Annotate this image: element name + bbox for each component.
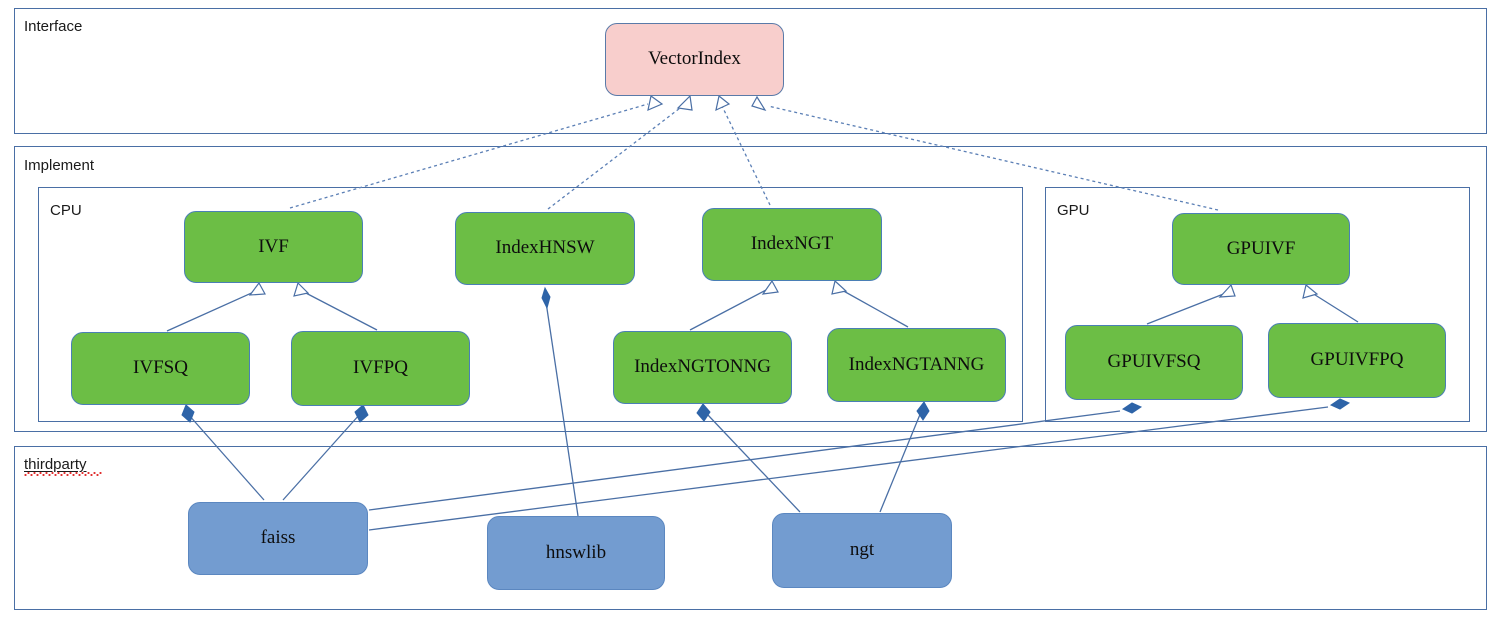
group-interface-label: Interface xyxy=(24,18,83,35)
node-indexngtonng[interactable]: IndexNGTONNG xyxy=(613,331,792,404)
node-indexngtanng[interactable]: IndexNGTANNG xyxy=(827,328,1006,402)
node-ivf[interactable]: IVF xyxy=(184,211,363,283)
group-cpu-label: CPU xyxy=(50,202,82,219)
group-gpu-label: GPU xyxy=(1057,202,1090,219)
group-thirdparty-label: thirdparty xyxy=(24,456,87,473)
node-indexhnsw[interactable]: IndexHNSW xyxy=(455,212,635,285)
node-gpuivf[interactable]: GPUIVF xyxy=(1172,213,1350,285)
node-ivfsq[interactable]: IVFSQ xyxy=(71,332,250,405)
node-hnswlib[interactable]: hnswlib xyxy=(487,516,665,590)
node-indexngt[interactable]: IndexNGT xyxy=(702,208,882,281)
spellcheck-squiggle-icon xyxy=(24,472,102,476)
node-gpuivfsq[interactable]: GPUIVFSQ xyxy=(1065,325,1243,400)
node-ngt[interactable]: ngt xyxy=(772,513,952,588)
node-faiss[interactable]: faiss xyxy=(188,502,368,575)
node-vectorindex[interactable]: VectorIndex xyxy=(605,23,784,96)
group-implement-label: Implement xyxy=(24,157,95,174)
node-ivfpq[interactable]: IVFPQ xyxy=(291,331,470,406)
node-gpuivfpq[interactable]: GPUIVFPQ xyxy=(1268,323,1446,398)
